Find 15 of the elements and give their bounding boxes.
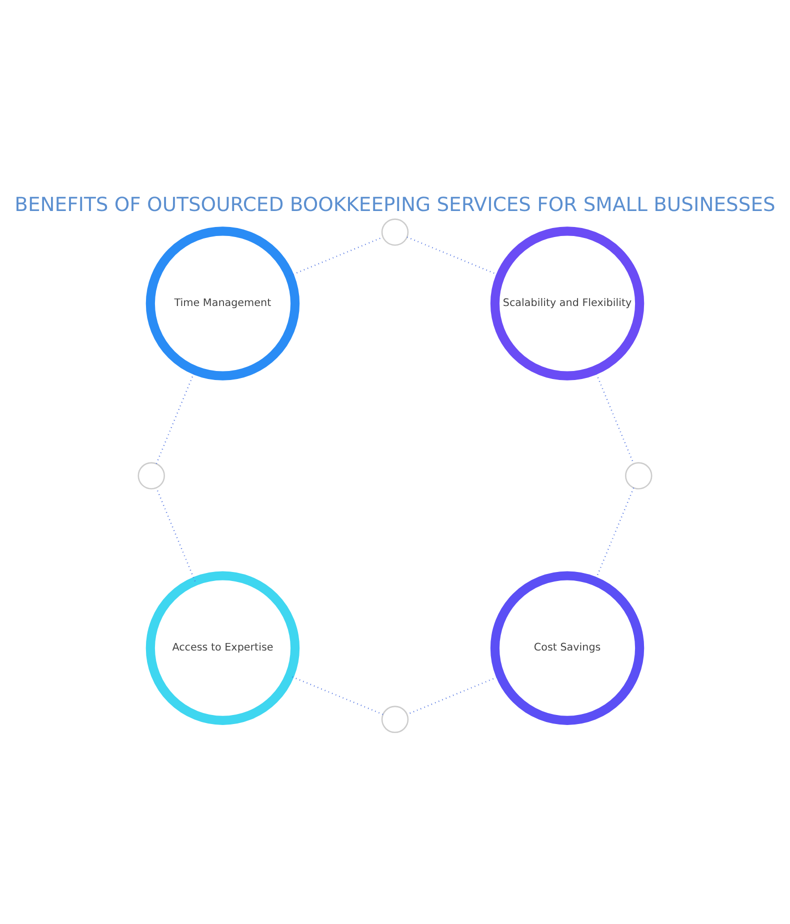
- connector: [289, 674, 384, 714]
- connector: [406, 674, 501, 715]
- node-circle: [381, 218, 409, 246]
- connector: [594, 370, 634, 464]
- node-circle: [138, 462, 165, 489]
- node-circle: [381, 705, 409, 733]
- node-circle: Access to Expertise: [146, 570, 300, 724]
- diagram-title: BENEFITS OF OUTSOURCED BOOKKEEPING SERVICES FOR SMALL BUSINESSES: [14, 192, 776, 216]
- node-circle: [625, 462, 652, 489]
- node-circle: Time Management: [146, 226, 300, 380]
- connector: [406, 236, 501, 276]
- node-circle: Cost Savings: [490, 570, 644, 724]
- connector: [594, 487, 634, 581]
- connector: [289, 236, 384, 276]
- node-circle: Scalability and Flexibility: [490, 226, 644, 380]
